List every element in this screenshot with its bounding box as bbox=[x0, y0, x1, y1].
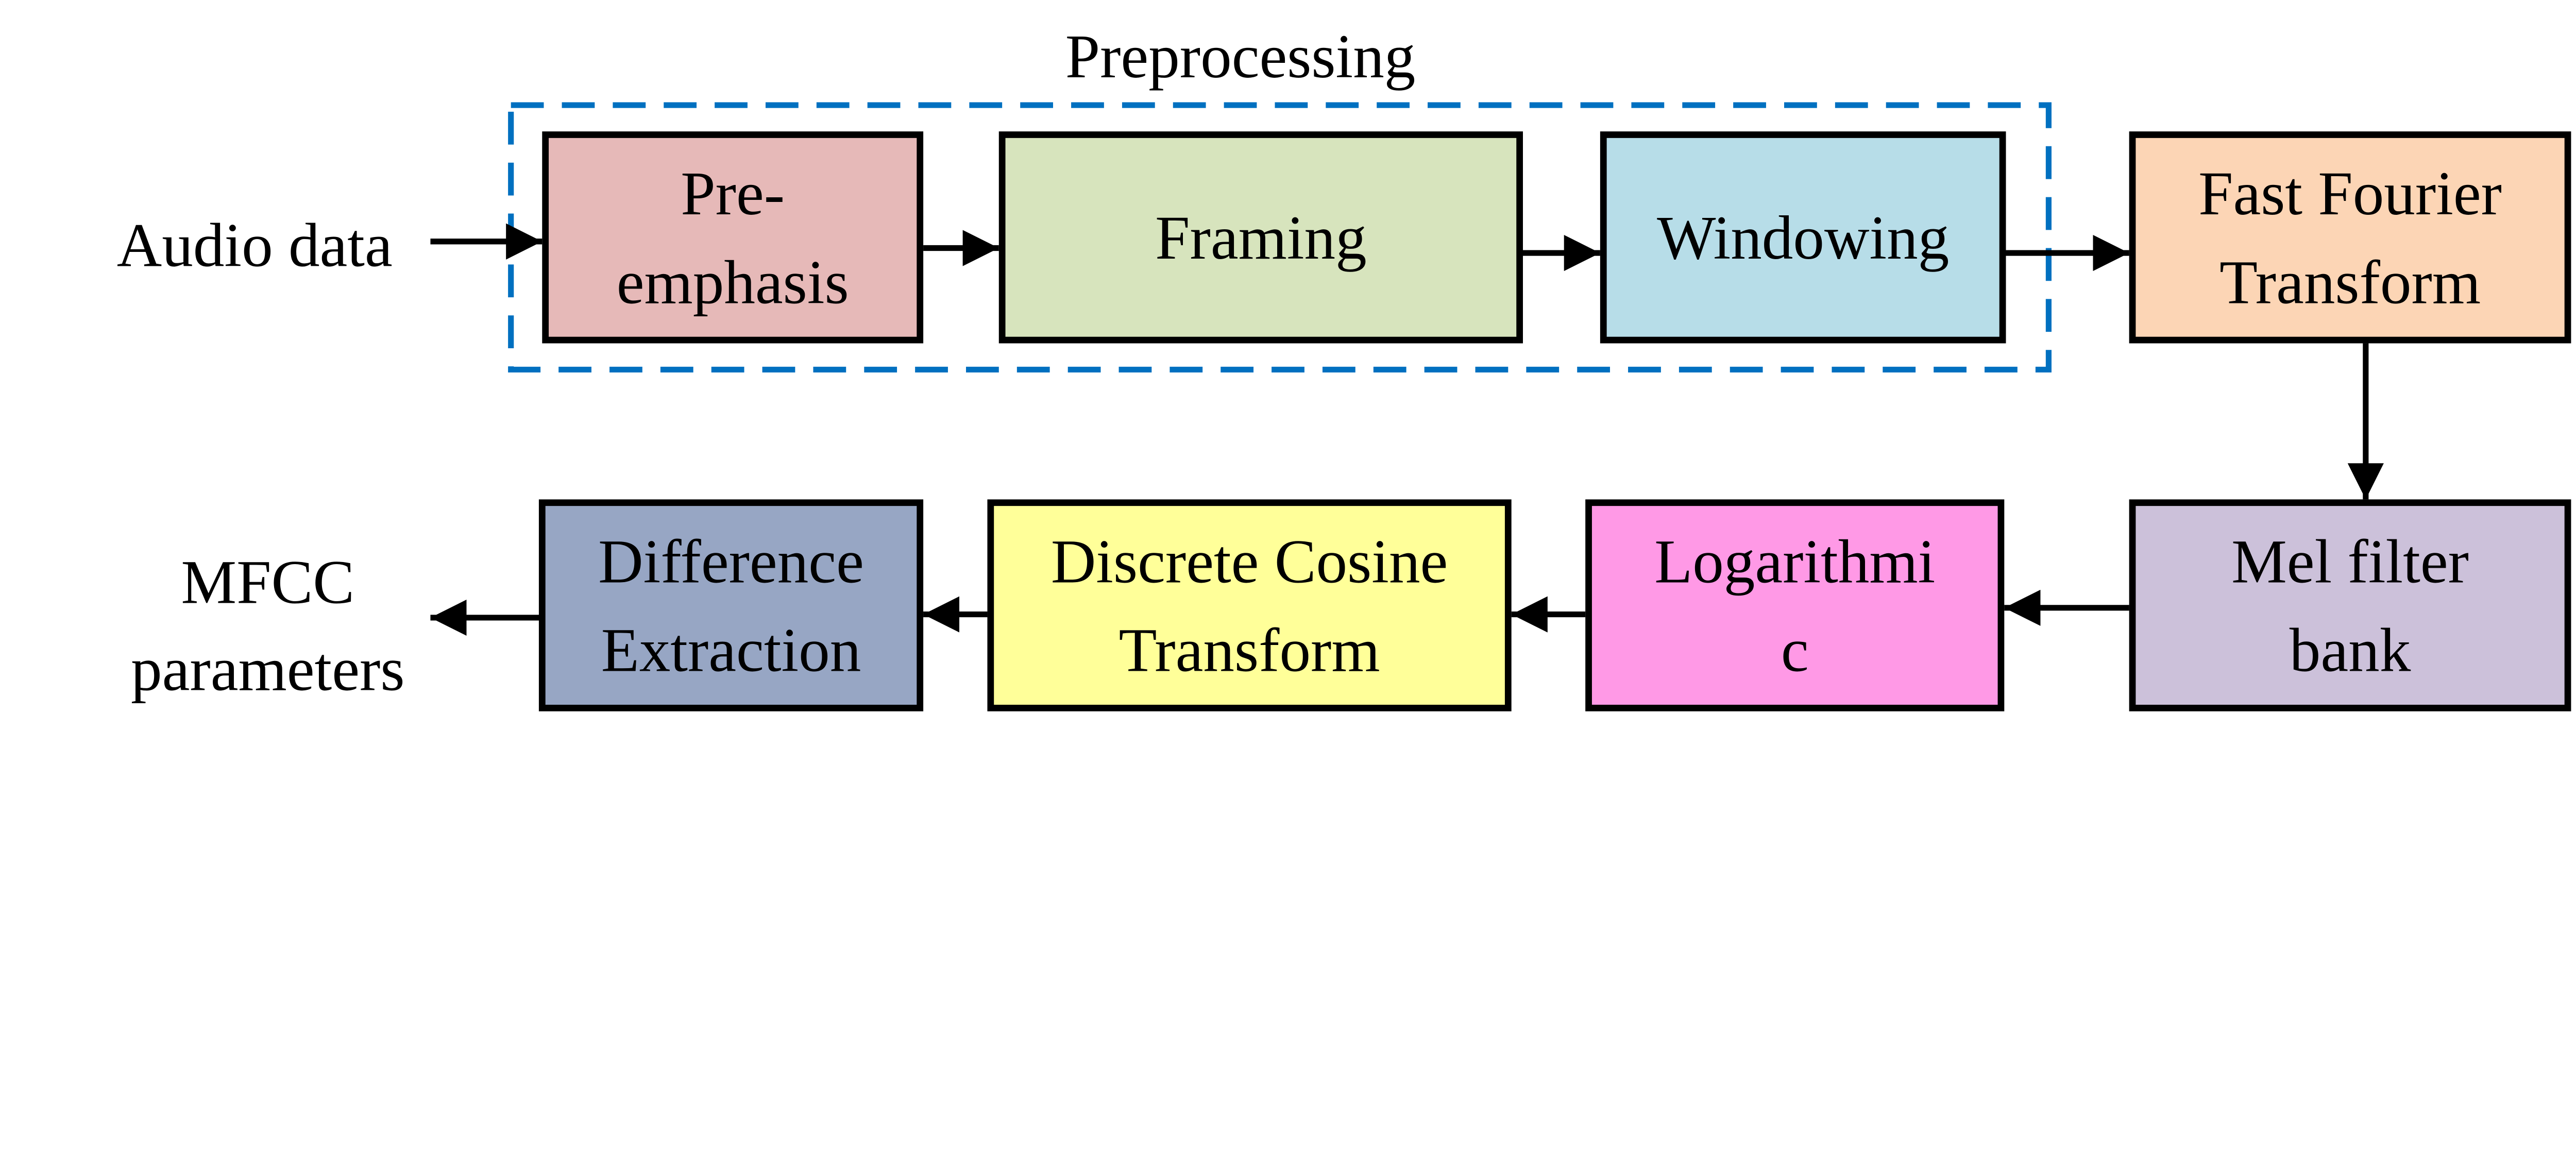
block-box bbox=[542, 131, 924, 344]
block-label: Fast Fourier bbox=[2198, 159, 2502, 228]
block-label: Logarithmi bbox=[1654, 527, 1935, 596]
block-framing: Framing bbox=[998, 131, 1523, 344]
block-label: emphasis bbox=[617, 248, 849, 317]
block-label: Pre- bbox=[681, 159, 785, 228]
block-label: c bbox=[1781, 616, 1809, 685]
blocks-group: Pre-emphasis Framing Windowing Fast Fourier… bbox=[538, 131, 2571, 711]
block-log: Logarithmi c bbox=[1585, 499, 2005, 711]
output-label-line-1: MFCC bbox=[181, 548, 354, 617]
block-label: Discrete Cosine bbox=[1051, 527, 1448, 596]
block-box bbox=[538, 499, 924, 711]
block-box bbox=[1600, 131, 2006, 344]
output-label-line-2: parameters bbox=[131, 635, 404, 704]
arrows-group bbox=[430, 223, 2384, 636]
block-box bbox=[2129, 499, 2571, 711]
block-label: Framing bbox=[1155, 203, 1367, 273]
block-label: Difference bbox=[598, 527, 864, 596]
input-label: Audio data bbox=[117, 211, 393, 280]
block-label: Transform bbox=[2219, 248, 2481, 317]
block-label: Windowing bbox=[1657, 203, 1949, 273]
block-box bbox=[2129, 131, 2571, 344]
block-box bbox=[998, 131, 1523, 344]
block-box bbox=[987, 499, 1512, 711]
block-box bbox=[1585, 499, 2005, 711]
block-windowing: Windowing bbox=[1600, 131, 2006, 344]
mfcc-pipeline-diagram: Preprocessing Audio data MFCC parameters… bbox=[117, 22, 2571, 711]
block-label: bank bbox=[2290, 616, 2411, 685]
block-label: Transform bbox=[1119, 616, 1380, 685]
block-label: Mel filter bbox=[2231, 527, 2469, 596]
block-mel: Mel filter bank bbox=[2129, 499, 2571, 711]
block-label: Extraction bbox=[601, 616, 861, 685]
block-pre-emphasis: Pre-emphasis bbox=[542, 131, 924, 344]
preprocessing-label: Preprocessing bbox=[1065, 22, 1416, 91]
